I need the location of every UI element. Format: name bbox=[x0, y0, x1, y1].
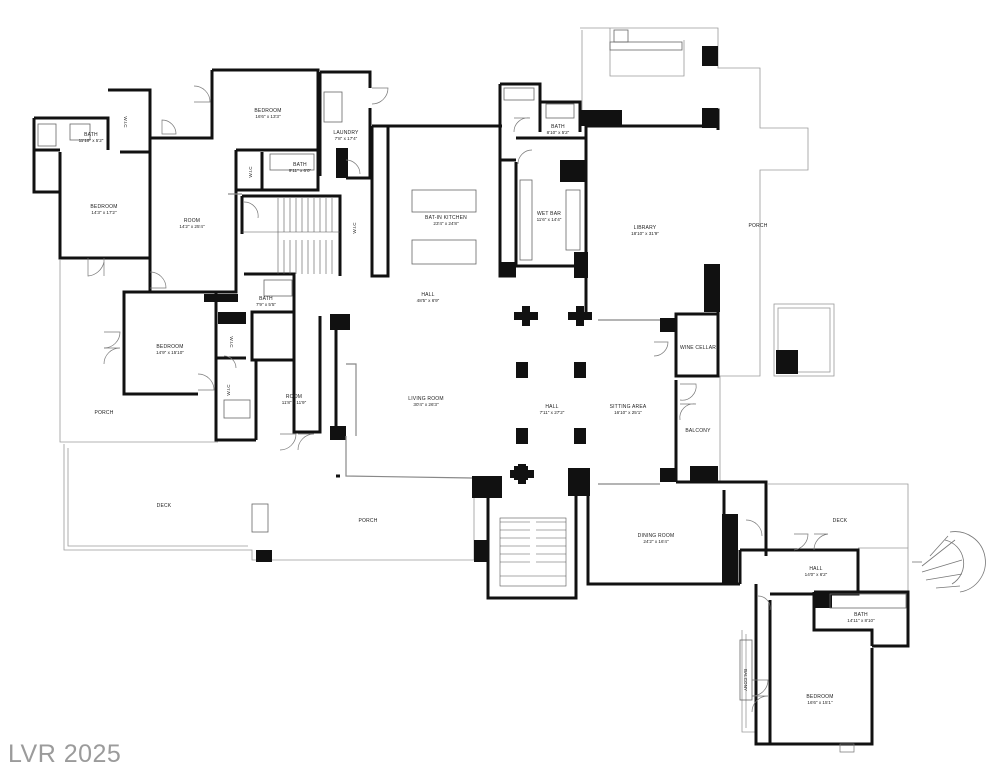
walls bbox=[32, 68, 910, 746]
room-dim: 11'8" x 11'9" bbox=[282, 400, 307, 405]
room-label: LAUNDRY bbox=[333, 130, 359, 136]
outdoor-outlines bbox=[59, 27, 909, 733]
room-dim: 14'11" x 8'10" bbox=[847, 618, 875, 623]
room-dim: 23'4" x 24'8" bbox=[433, 221, 459, 226]
room-label: BAT-IN KITCHEN bbox=[425, 215, 467, 221]
glass-walls bbox=[228, 193, 660, 485]
wic-label: W.I.C bbox=[123, 116, 128, 128]
room-dim: 48'5" x 6'9" bbox=[417, 298, 440, 303]
room-label: BATH bbox=[259, 296, 273, 302]
room-dim: 24'2" x 16'4" bbox=[643, 539, 669, 544]
room-label: HALL bbox=[545, 404, 558, 410]
room-dim: 14'0" x 6'2" bbox=[805, 572, 828, 577]
room-label: PORCH bbox=[358, 518, 377, 524]
room-dim: 14'2" x 25'4" bbox=[179, 224, 205, 229]
wic-label: W.I.C bbox=[248, 166, 253, 178]
room-dim: 14'9" x 15'10" bbox=[156, 350, 184, 355]
room-label: BATH bbox=[84, 132, 98, 138]
room-dim: 9'11" x 6'0" bbox=[289, 168, 312, 173]
fixtures bbox=[37, 29, 907, 701]
room-label: BEDROOM bbox=[254, 108, 281, 114]
room-label: LIBRARY bbox=[634, 225, 657, 231]
room-dim: 16'10" x 25'1" bbox=[614, 410, 642, 415]
wic-label: W.I.C bbox=[229, 336, 234, 348]
room-label: WET BAR bbox=[537, 211, 561, 217]
wic-label: W.I.C bbox=[352, 222, 357, 234]
room-dim: 16'6" x 15'1" bbox=[807, 700, 833, 705]
columns bbox=[204, 46, 832, 608]
room-label: SITTING AREA bbox=[610, 404, 647, 410]
room-dim: 7'11" x 27'2" bbox=[540, 410, 565, 415]
room-label: ROOM bbox=[184, 218, 200, 224]
room-label: WINE CELLAR bbox=[680, 345, 716, 351]
room-label: PORCH bbox=[94, 410, 113, 416]
room-label: HALL bbox=[809, 566, 822, 572]
room-dim: 14'3" x 17'2" bbox=[91, 210, 117, 215]
room-dim: 7'8" x 17'4" bbox=[335, 136, 358, 141]
room-dim: 11'10" x 5'2" bbox=[79, 138, 104, 143]
room-label: LIVING ROOM bbox=[408, 396, 444, 402]
room-label: DINING ROOM bbox=[638, 533, 675, 539]
room-dim: 8'10" x 5'2" bbox=[547, 130, 570, 135]
room-dim: 18'10" x 31'9" bbox=[631, 231, 659, 236]
room-labels: BEDROOM 16'6" x 13'3" LAUNDRY 7'8" x 17'… bbox=[79, 108, 875, 705]
room-label: BALCONY bbox=[685, 428, 711, 434]
wic-label: W.I.C bbox=[226, 384, 231, 396]
cruciform-columns bbox=[510, 306, 592, 484]
room-label: BATH bbox=[551, 124, 565, 130]
room-dim: 30'4" x 26'3" bbox=[413, 402, 439, 407]
stair-treads bbox=[242, 198, 567, 587]
room-label: ROOM bbox=[286, 394, 302, 400]
room-label: BATH bbox=[854, 612, 868, 618]
room-label: HALL bbox=[421, 292, 434, 298]
room-dim: 16'6" x 13'3" bbox=[255, 114, 281, 119]
spiral-stair bbox=[912, 531, 986, 593]
room-dim: 7'9" x 5'5" bbox=[256, 302, 276, 307]
room-label: DECK bbox=[833, 518, 848, 524]
room-label: PORCH bbox=[748, 223, 767, 229]
watermark-text: LVR 2025 bbox=[8, 740, 122, 768]
closet-labels: W.I.C W.I.C W.I.C W.I.C W.I.C BALCONY bbox=[123, 116, 748, 691]
room-label: BEDROOM bbox=[90, 204, 117, 210]
room-label: BATH bbox=[293, 162, 307, 168]
room-label: BEDROOM bbox=[156, 344, 183, 350]
room-label: BEDROOM bbox=[806, 694, 833, 700]
room-label: DECK bbox=[157, 503, 172, 509]
door-swings bbox=[87, 85, 855, 753]
balcony-label: BALCONY bbox=[743, 669, 748, 691]
room-dim: 11'6" x 14'4" bbox=[537, 217, 562, 222]
